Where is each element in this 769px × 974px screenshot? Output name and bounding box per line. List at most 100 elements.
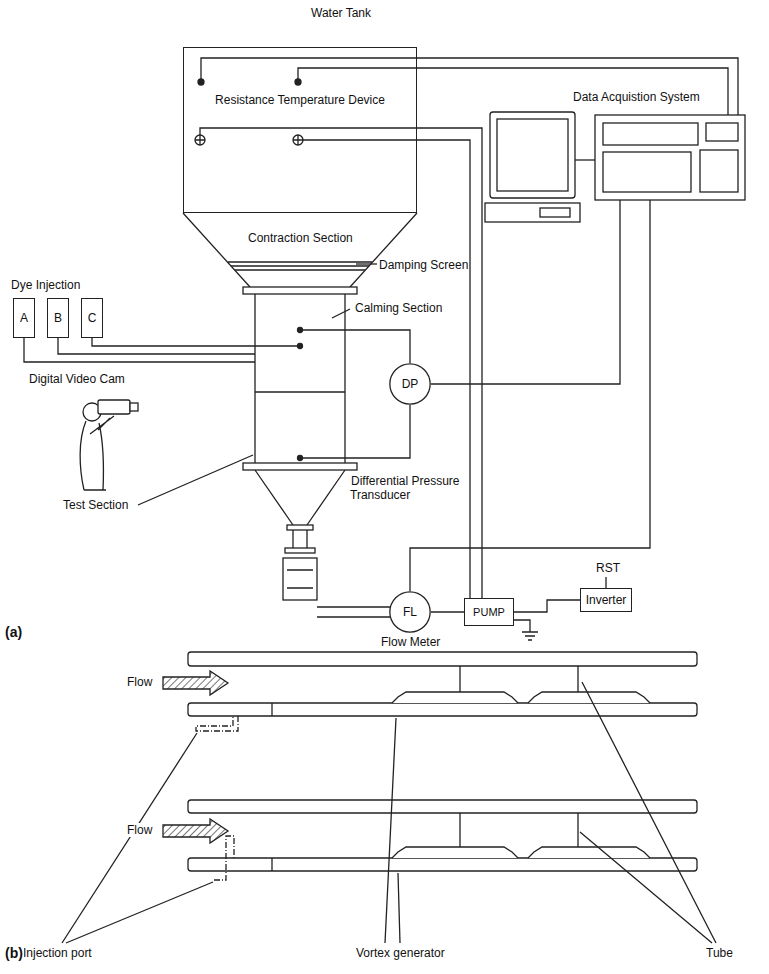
node-text: DP: [402, 377, 419, 391]
plate-joint: [271, 858, 272, 871]
dye-reservoir: C: [81, 298, 103, 338]
injection-port: [214, 836, 234, 880]
leader-line: [580, 682, 716, 943]
group-label: Dye Injection: [10, 278, 81, 292]
leader-line: [138, 455, 253, 505]
node-text: B: [54, 311, 62, 325]
flange: [287, 525, 313, 530]
flow-arrow: [163, 671, 228, 695]
contraction-wall: [183, 213, 417, 287]
flange: [243, 287, 357, 294]
injection-point: [298, 344, 303, 349]
sensor-dot: [295, 79, 301, 85]
leader-line: [356, 263, 377, 264]
signal-wire: [201, 58, 738, 115]
leader-line: [62, 733, 213, 943]
connector-line: [514, 600, 580, 612]
tube-line: [460, 666, 578, 692]
computer-base: [485, 203, 580, 222]
computer-base: [540, 208, 570, 217]
outlet-pipe: [293, 530, 307, 548]
vortex-generator: [392, 847, 650, 858]
sensor-dot: [198, 79, 204, 85]
channel-plate: [188, 800, 697, 813]
part-label: Flow Meter: [380, 635, 441, 649]
part-label: Digital Video Cam: [28, 372, 126, 386]
circle-outline: [390, 364, 430, 404]
dye-line: [24, 338, 297, 362]
video-camera: [98, 400, 130, 414]
dye-reservoir: B: [47, 298, 69, 338]
pipe-line: [200, 128, 417, 140]
panel-letter: (b): [4, 945, 24, 961]
flow-label: Flow: [126, 675, 153, 689]
supply-label: RST: [595, 561, 621, 575]
connector-line: [417, 128, 482, 598]
section-wall: [255, 294, 345, 463]
camera-operator: [80, 416, 114, 490]
part-label: Differential Pressure Transducer: [350, 474, 460, 502]
pipe-connector: [431, 612, 464, 613]
flow-meter: FL: [389, 591, 431, 633]
power-line: [605, 577, 606, 588]
pipe-port: [195, 135, 205, 145]
part-label: Data Acquistion System: [572, 90, 701, 104]
ground-symbol: [514, 620, 538, 640]
node-text: C: [88, 311, 97, 325]
monitor-screen: [497, 119, 568, 191]
connector-line: [431, 611, 464, 612]
fitting-detail: [287, 570, 313, 588]
circle-outline: [390, 592, 430, 632]
pipe-fitting: [283, 558, 317, 600]
pressure-tap: [298, 328, 303, 333]
acquisition-panel: [706, 123, 738, 141]
signal-wire: [575, 159, 595, 160]
damping-screen: [228, 262, 372, 270]
acquisition-panel: [603, 123, 698, 145]
part-label: Vortex generator: [355, 946, 446, 960]
channel-plate: [188, 652, 697, 666]
plate-joint: [271, 703, 272, 716]
sensor-caption: Resistance Temperature Device: [215, 93, 385, 107]
signal-wire: [431, 200, 620, 384]
pipe-port: [293, 135, 303, 145]
pressure-tap: [298, 456, 303, 461]
tube-line: [460, 813, 578, 847]
flange: [243, 463, 357, 470]
part-label: Contraction Section: [247, 231, 354, 245]
section-joint: [255, 391, 345, 392]
injection-port: [196, 716, 238, 731]
leader-line: [385, 718, 400, 943]
monitor: [490, 112, 575, 198]
outlet-pipe: [317, 607, 390, 617]
leader-line: [332, 309, 350, 318]
part-label: Injection port: [22, 946, 93, 960]
outlet-cone: [255, 470, 345, 525]
node-text: PUMP: [473, 606, 505, 619]
flange: [285, 548, 315, 553]
node-text: A: [20, 311, 28, 325]
part-label: Tube: [705, 946, 734, 960]
node-text: Inverter: [586, 593, 627, 607]
flow-arrow: [163, 819, 228, 843]
acquisition-unit: [595, 115, 745, 200]
pump-box: PUMP: [464, 598, 514, 626]
inverter-box: Inverter: [580, 588, 632, 612]
flow-label: Flow: [126, 823, 153, 837]
node-text: FL: [403, 605, 417, 619]
pressure-transducer: DP: [389, 363, 431, 405]
channel-plate: [188, 703, 697, 716]
pipe-connector: [417, 128, 482, 598]
tank-title: Water Tank: [311, 6, 371, 20]
acquisition-panel: [603, 152, 691, 192]
channel-plate: [188, 858, 697, 871]
pipe-port: [293, 135, 303, 145]
acquisition-panel: [700, 150, 738, 192]
video-camera: [130, 403, 138, 411]
connector-line: [417, 140, 470, 598]
pipe-port: [195, 135, 205, 145]
dye-reservoir: A: [13, 298, 35, 338]
part-label: Test Section: [62, 498, 129, 512]
part-label: Calming Section: [354, 301, 443, 315]
part-label: Damping Screen: [378, 258, 469, 272]
